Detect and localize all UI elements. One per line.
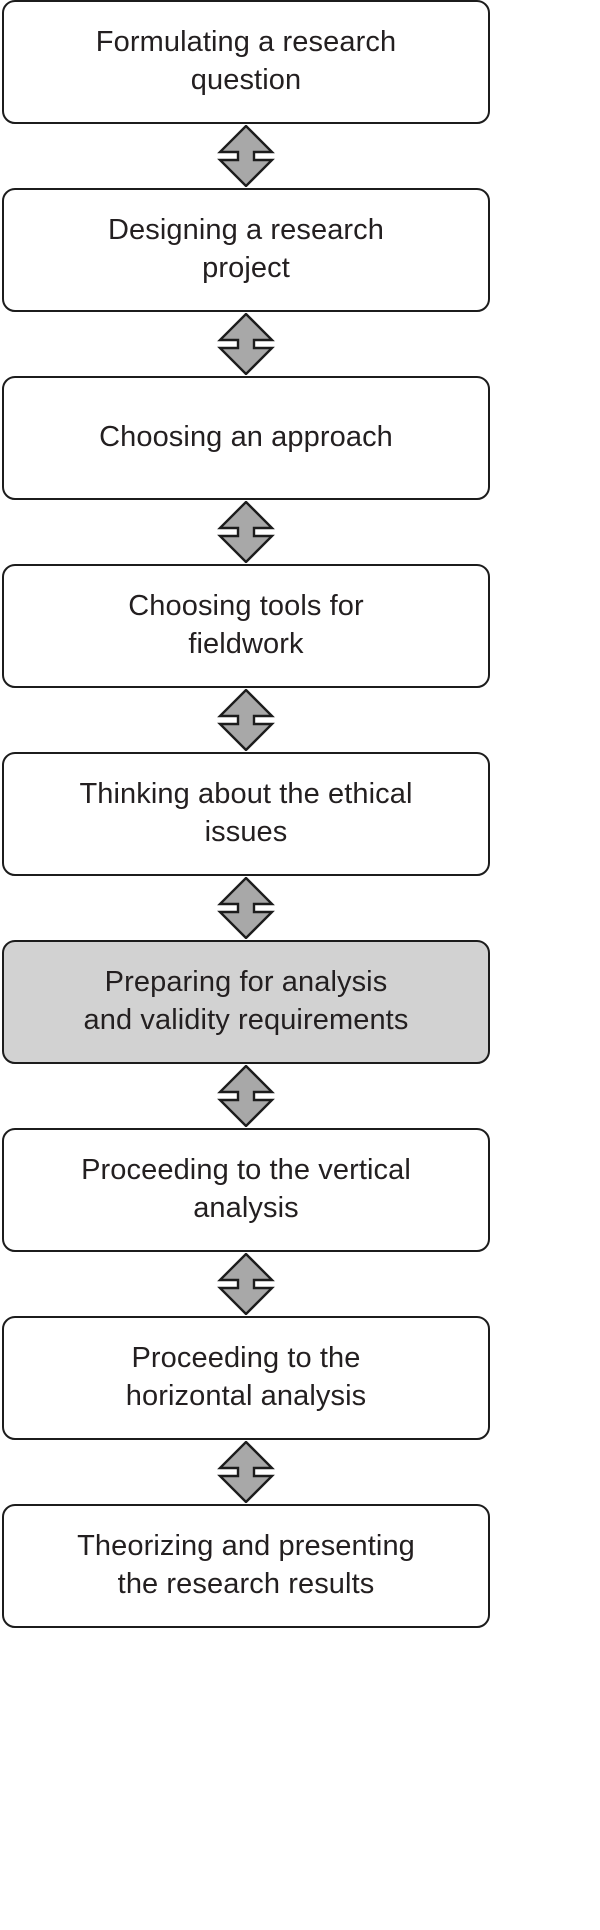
flow-node-label: Formulating a research question [95,26,397,96]
double-arrow-icon [217,313,275,375]
flow-connector-3 [2,500,490,564]
flow-node-choosing-tools-for-fieldwork[interactable]: Choosing tools for fieldwork [2,564,490,688]
flow-node-label: Thinking about the ethical issues [79,778,413,848]
flow-connector-2 [2,312,490,376]
flow-connector-5 [2,876,490,940]
flow-node-label: Preparing for analysis and validity requ… [83,966,409,1036]
double-arrow-icon [217,1441,275,1503]
flow-connector-7 [2,1252,490,1316]
flow-node-label: Designing a research project [107,214,385,284]
double-arrow-icon [217,501,275,563]
flow-node-column: Formulating a research question Designin… [2,0,490,1628]
flow-node-theorizing-presenting-results[interactable]: Theorizing and presenting the research r… [2,1504,490,1628]
flow-node-label: Choosing tools for fieldwork [128,590,364,660]
double-arrow-icon [217,125,275,187]
flow-node-label: Proceeding to the vertical analysis [81,1154,411,1224]
flow-node-label: Choosing an approach [99,421,393,454]
double-arrow-icon [217,1065,275,1127]
flow-node-thinking-about-ethical-issues[interactable]: Thinking about the ethical issues [2,752,490,876]
flow-connector-4 [2,688,490,752]
double-arrow-icon [217,1253,275,1315]
flow-node-choosing-an-approach[interactable]: Choosing an approach [2,376,490,500]
flow-connector-6 [2,1064,490,1128]
flow-node-proceeding-horizontal-analysis[interactable]: Proceeding to the horizontal analysis [2,1316,490,1440]
flow-node-label: Proceeding to the horizontal analysis [125,1342,367,1412]
flow-node-formulating-research-question[interactable]: Formulating a research question [2,0,490,124]
flow-node-label: Theorizing and presenting the research r… [77,1530,415,1600]
flow-node-proceeding-vertical-analysis[interactable]: Proceeding to the vertical analysis [2,1128,490,1252]
flow-node-designing-research-project[interactable]: Designing a research project [2,188,490,312]
flow-connector-8 [2,1440,490,1504]
flow-connector-1 [2,124,490,188]
double-arrow-icon [217,877,275,939]
flow-node-preparing-for-analysis[interactable]: Preparing for analysis and validity requ… [2,940,490,1064]
double-arrow-icon [217,689,275,751]
